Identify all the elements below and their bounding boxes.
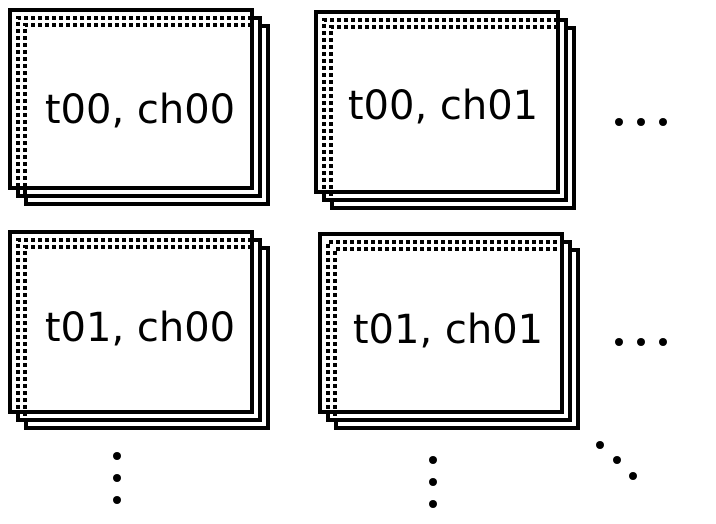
tile-label: t01, ch00 xyxy=(45,305,235,351)
ellipsis-dot xyxy=(113,496,121,504)
tile-dashed-corner xyxy=(23,23,250,194)
tile-front-frame xyxy=(8,230,254,414)
tile-stack-t00-ch00: t00, ch00 xyxy=(8,8,270,206)
ellipsis-dot xyxy=(429,500,437,508)
ellipsis-dot xyxy=(659,338,667,346)
ellipsis-dot xyxy=(629,472,637,480)
tile-dashed-corner xyxy=(333,247,560,416)
ellipsis-dot xyxy=(615,118,623,126)
tile-dashed-corner xyxy=(23,245,250,416)
column-continuation-ellipsis xyxy=(113,452,121,504)
ellipsis-dot xyxy=(637,118,645,126)
tile-front-frame xyxy=(314,10,560,194)
row-continuation-ellipsis xyxy=(615,118,667,126)
tile-dashed-corner xyxy=(16,238,250,416)
ellipsis-dot xyxy=(596,441,604,449)
ellipsis-dot xyxy=(659,118,667,126)
ellipsis-dot xyxy=(429,478,437,486)
tile-front-frame xyxy=(318,232,564,414)
tile-dashed-corner xyxy=(322,18,556,196)
tile-stack-t01-ch01: t01, ch01 xyxy=(318,232,580,430)
tile-stack-t01-ch00: t01, ch00 xyxy=(8,230,270,430)
tile-label: t01, ch01 xyxy=(353,307,543,353)
ellipsis-dot xyxy=(615,338,623,346)
tile-dashed-corner xyxy=(326,240,560,416)
ellipsis-dot xyxy=(637,338,645,346)
tile-label: t00, ch00 xyxy=(45,87,235,133)
ellipsis-dot xyxy=(113,452,121,460)
ellipsis-dot xyxy=(429,456,437,464)
tile-dashed-corner xyxy=(329,25,556,196)
ellipsis-dot xyxy=(613,456,621,464)
tile-dashed-corner xyxy=(16,16,250,194)
tile-stack-t00-ch01: t00, ch01 xyxy=(314,10,576,210)
tile-front-frame xyxy=(8,8,254,190)
ellipsis-dot xyxy=(113,474,121,482)
column-continuation-ellipsis xyxy=(429,456,437,508)
tile-label: t00, ch01 xyxy=(348,83,538,129)
grid-continuation-ellipsis xyxy=(596,441,637,480)
row-continuation-ellipsis xyxy=(615,338,667,346)
